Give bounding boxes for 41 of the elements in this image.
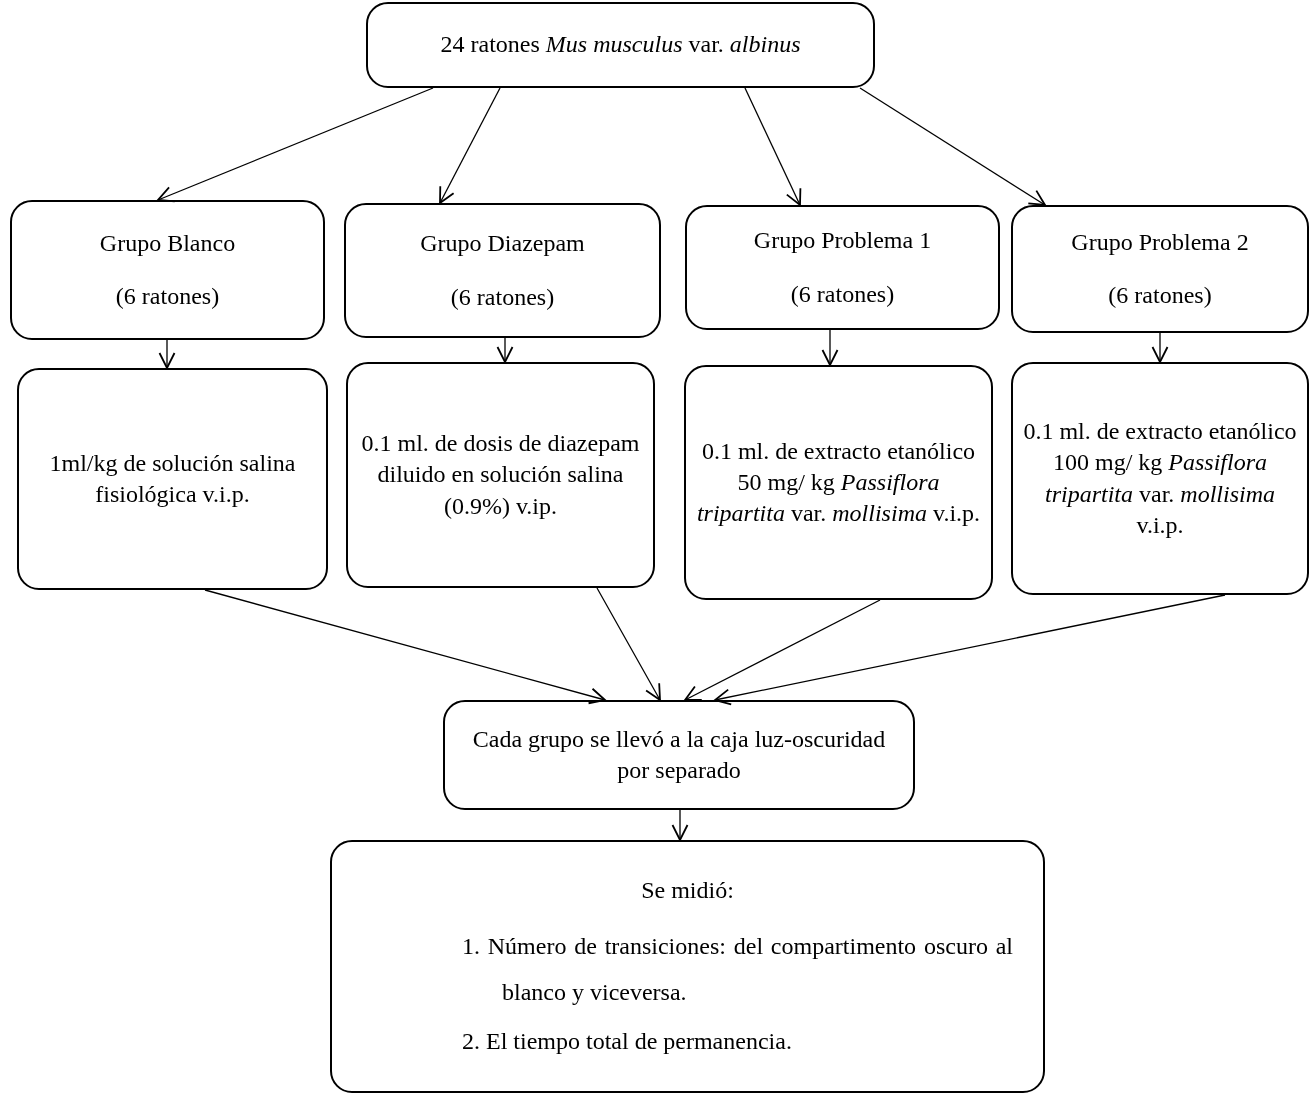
list-item: 2. El tiempo total de permanencia.	[462, 1027, 793, 1057]
process-box	[1011, 362, 1309, 595]
process-box	[366, 2, 875, 88]
box-subtext: (6 ratones)	[450, 282, 555, 312]
arrow	[859, 87, 1046, 206]
box-text: Grupo Blanco	[99, 228, 236, 258]
arrow	[496, 337, 514, 363]
box-text: 0.1 ml. de dosis de diazepam diluido en solución salina (0.9%) v.ip.	[360, 429, 641, 521]
arrow	[684, 599, 881, 701]
box-text: Cada grupo se llevó a la caja luz-oscuridad por separado	[471, 724, 887, 785]
process-box	[344, 203, 661, 338]
box-text: 0.1 ml. de extracto etanólico 100 mg/ kg Passiflora tripartita var. mollisima v.i.p.	[1023, 417, 1297, 540]
box-text: Grupo Problema 2	[1071, 227, 1249, 257]
process-box	[443, 700, 915, 810]
box-text: Se midió:	[640, 876, 735, 906]
arrow	[204, 589, 606, 705]
box-text: 24 ratones Mus musculus var. albinus	[440, 30, 801, 60]
arrow	[439, 87, 501, 204]
box-subtext: (6 ratones)	[790, 279, 895, 309]
box-text: Grupo Problema 1	[753, 226, 932, 256]
process-box	[346, 362, 655, 588]
box-text: Grupo Diazepam	[420, 229, 585, 259]
list-item: 1. Número de transiciones: del compartimento oscuro al blanco y viceversa.	[462, 931, 1013, 1007]
arrow	[744, 87, 802, 206]
box-text: 1ml/kg de solución salina fisiológica v.i.p.	[48, 448, 297, 509]
box-subtext: (6 ratones)	[1108, 281, 1212, 310]
process-box	[685, 205, 1000, 330]
arrow	[671, 809, 689, 841]
arrow	[596, 587, 661, 701]
arrow	[714, 594, 1226, 706]
arrow	[1151, 332, 1169, 363]
arrow	[157, 87, 434, 203]
arrow	[158, 339, 176, 369]
arrow	[821, 329, 839, 366]
process-box	[1011, 205, 1309, 333]
process-box	[10, 200, 325, 340]
process-box	[17, 368, 328, 590]
box-subtext: (6 ratones)	[115, 282, 220, 311]
process-box	[330, 840, 1045, 1093]
box-text: 0.1 ml. de extracto etanólico 50 mg/ kg Passiflora tripartita var. mollisima v.i.p.	[696, 436, 981, 529]
process-box	[684, 365, 993, 600]
